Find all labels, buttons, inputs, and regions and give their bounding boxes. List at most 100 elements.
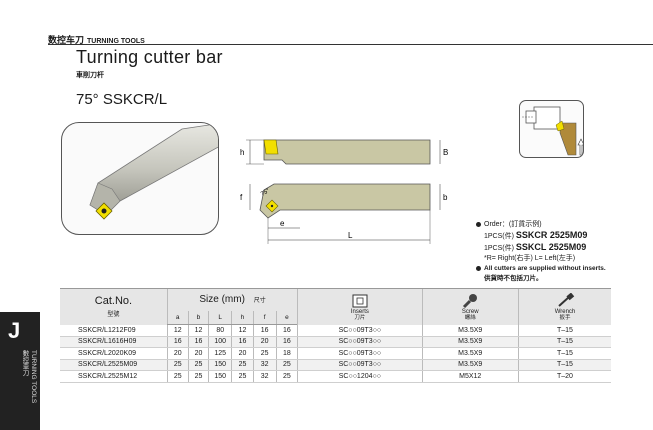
- side-view: h B: [240, 139, 448, 165]
- cell-screw: M3.5X9: [421, 347, 519, 360]
- technical-drawing: h B f 75° b e L: [230, 128, 460, 248]
- spec-table: Cat.No. 型號 Size (mm) 尺寸 Inserts 刀片: [60, 288, 611, 383]
- cell-f: 20: [252, 336, 277, 348]
- insert-icon: [555, 120, 565, 132]
- cell-wrench: T–15: [517, 324, 611, 337]
- cell-a: 25: [166, 370, 189, 383]
- insert-icon: [95, 202, 113, 220]
- cell-L: 150: [208, 370, 232, 383]
- order-line1-code: SSKCR 2525M09: [515, 230, 588, 240]
- cell-L: 125: [208, 347, 232, 360]
- cell-insert: SC○○09T3○○: [297, 324, 422, 337]
- wrench-icon: [558, 292, 575, 307]
- wrench-header: Wrench 扳手: [517, 288, 611, 325]
- order-info: Order：(訂貨示例) 1PCS(件) SSKCR 2525M09 1PCS(…: [476, 220, 606, 284]
- cell-a: 12: [166, 324, 189, 337]
- cell-wrench: T–15: [517, 347, 611, 360]
- table-row: SSKCR/L2020K09 20 20 125 20 25 18 SC○○09…: [60, 347, 611, 360]
- order-line2-code: SSKCL 2525M09: [515, 242, 587, 252]
- cat-no-cell: SSKCR/L2020K09: [60, 347, 168, 360]
- model-designation: 75° SSKCR/L: [76, 91, 168, 108]
- section-tab-text-en: TURNING TOOLS: [30, 350, 37, 404]
- section-tab-text-cn: 數控車刀: [21, 350, 28, 376]
- cell-h: 25: [231, 359, 254, 371]
- cell-f: 32: [252, 359, 277, 371]
- section-tab: [0, 312, 40, 430]
- cat-header: Cat.No. 型號: [60, 288, 168, 325]
- insert-icon: [352, 294, 368, 308]
- col-f-header: f: [252, 310, 277, 325]
- cell-screw: M3.5X9: [421, 359, 519, 371]
- cell-L: 150: [208, 359, 232, 371]
- section-tab-text: TURNING TOOLS 數控車刀: [8, 350, 38, 430]
- order-label: Order：(訂貨示例): [484, 221, 542, 228]
- dim-b: b: [443, 193, 448, 202]
- cell-f: 16: [252, 324, 277, 337]
- size-header-label: Size (mm): [199, 294, 245, 306]
- cell-h: 25: [231, 370, 254, 383]
- application-diagram: [519, 100, 584, 158]
- category-cn: 数控车刀: [48, 35, 85, 45]
- hand-note: *R= Right(右手) L= Left(左手): [484, 255, 576, 262]
- cell-e: 18: [275, 347, 298, 360]
- col-L-header: L: [208, 310, 232, 325]
- section-tab-letter: J: [8, 318, 21, 343]
- holder-icon: [559, 122, 577, 156]
- cell-insert: SC○○09T3○○: [297, 347, 422, 360]
- cell-wrench: T–15: [517, 359, 611, 371]
- category-en: TURNING TOOLS: [87, 38, 145, 45]
- size-header: Size (mm) 尺寸: [166, 288, 298, 311]
- dim-B: B: [443, 148, 448, 157]
- cell-h: 20: [231, 347, 254, 360]
- cell-insert: SC○○1204○○: [297, 370, 422, 383]
- cell-e: 16: [275, 324, 298, 337]
- dim-h: h: [240, 148, 244, 157]
- cat-no-cell: SSKCR/L2525M12: [60, 370, 168, 383]
- cell-wrench: T–20: [517, 370, 611, 383]
- angle-label: 75°: [260, 188, 271, 198]
- cell-h: 16: [231, 336, 254, 348]
- page-title-cn: 車削刀杆: [76, 72, 104, 79]
- table-row: SSKCR/L2525M09 25 25 150 25 32 25 SC○○09…: [60, 359, 611, 371]
- cell-a: 16: [166, 336, 189, 348]
- screw-icon: [463, 293, 478, 308]
- cell-insert: SC○○09T3○○: [297, 359, 422, 371]
- cell-e: 16: [275, 336, 298, 348]
- table-row: SSKCR/L2525M12 25 25 150 25 32 25 SC○○12…: [60, 370, 611, 383]
- cell-h: 12: [231, 324, 254, 337]
- top-view: f 75° b e L: [240, 183, 448, 244]
- col-e-header: e: [275, 310, 298, 325]
- cell-b: 20: [187, 347, 209, 360]
- cell-b: 25: [187, 370, 209, 383]
- table-row: SSKCR/L1616H09 16 16 100 16 20 16 SC○○09…: [60, 336, 611, 348]
- cat-header-cn: 型號: [107, 312, 120, 319]
- screw-label-cn: 螺絲: [464, 314, 476, 321]
- wrench-label: Wrench: [554, 308, 576, 315]
- inserts-header: Inserts 刀片: [297, 288, 422, 325]
- cell-L: 100: [208, 336, 232, 348]
- header-divider: [48, 44, 653, 45]
- cat-no-cell: SSKCR/L2525M09: [60, 359, 168, 371]
- cell-screw: M5X12: [421, 370, 519, 383]
- insert-side-icon: [263, 139, 279, 155]
- cell-e: 25: [275, 359, 298, 371]
- col-h-header: h: [231, 310, 254, 325]
- cat-no-cell: SSKCR/L1616H09: [60, 336, 168, 348]
- cell-screw: M3.5X9: [421, 336, 519, 348]
- table-row: SSKCR/L1212F09 12 12 80 12 16 16 SC○○09T…: [60, 324, 611, 337]
- order-line2-qty: 1PCS(件): [484, 245, 514, 252]
- order-line1-qty: 1PCS(件): [484, 233, 514, 240]
- cell-a: 25: [166, 359, 189, 371]
- cell-e: 25: [275, 370, 298, 383]
- cat-header-label: Cat.No.: [94, 295, 133, 308]
- wrench-label-cn: 扳手: [559, 314, 571, 321]
- cell-b: 25: [187, 359, 209, 371]
- cell-L: 80: [208, 324, 232, 337]
- cell-b: 16: [187, 336, 209, 348]
- size-header-cn: 尺寸: [253, 298, 266, 305]
- screw-header: Screw 螺絲: [421, 288, 519, 325]
- cell-wrench: T–15: [517, 336, 611, 348]
- dim-L: L: [348, 231, 353, 240]
- cell-f: 25: [252, 347, 277, 360]
